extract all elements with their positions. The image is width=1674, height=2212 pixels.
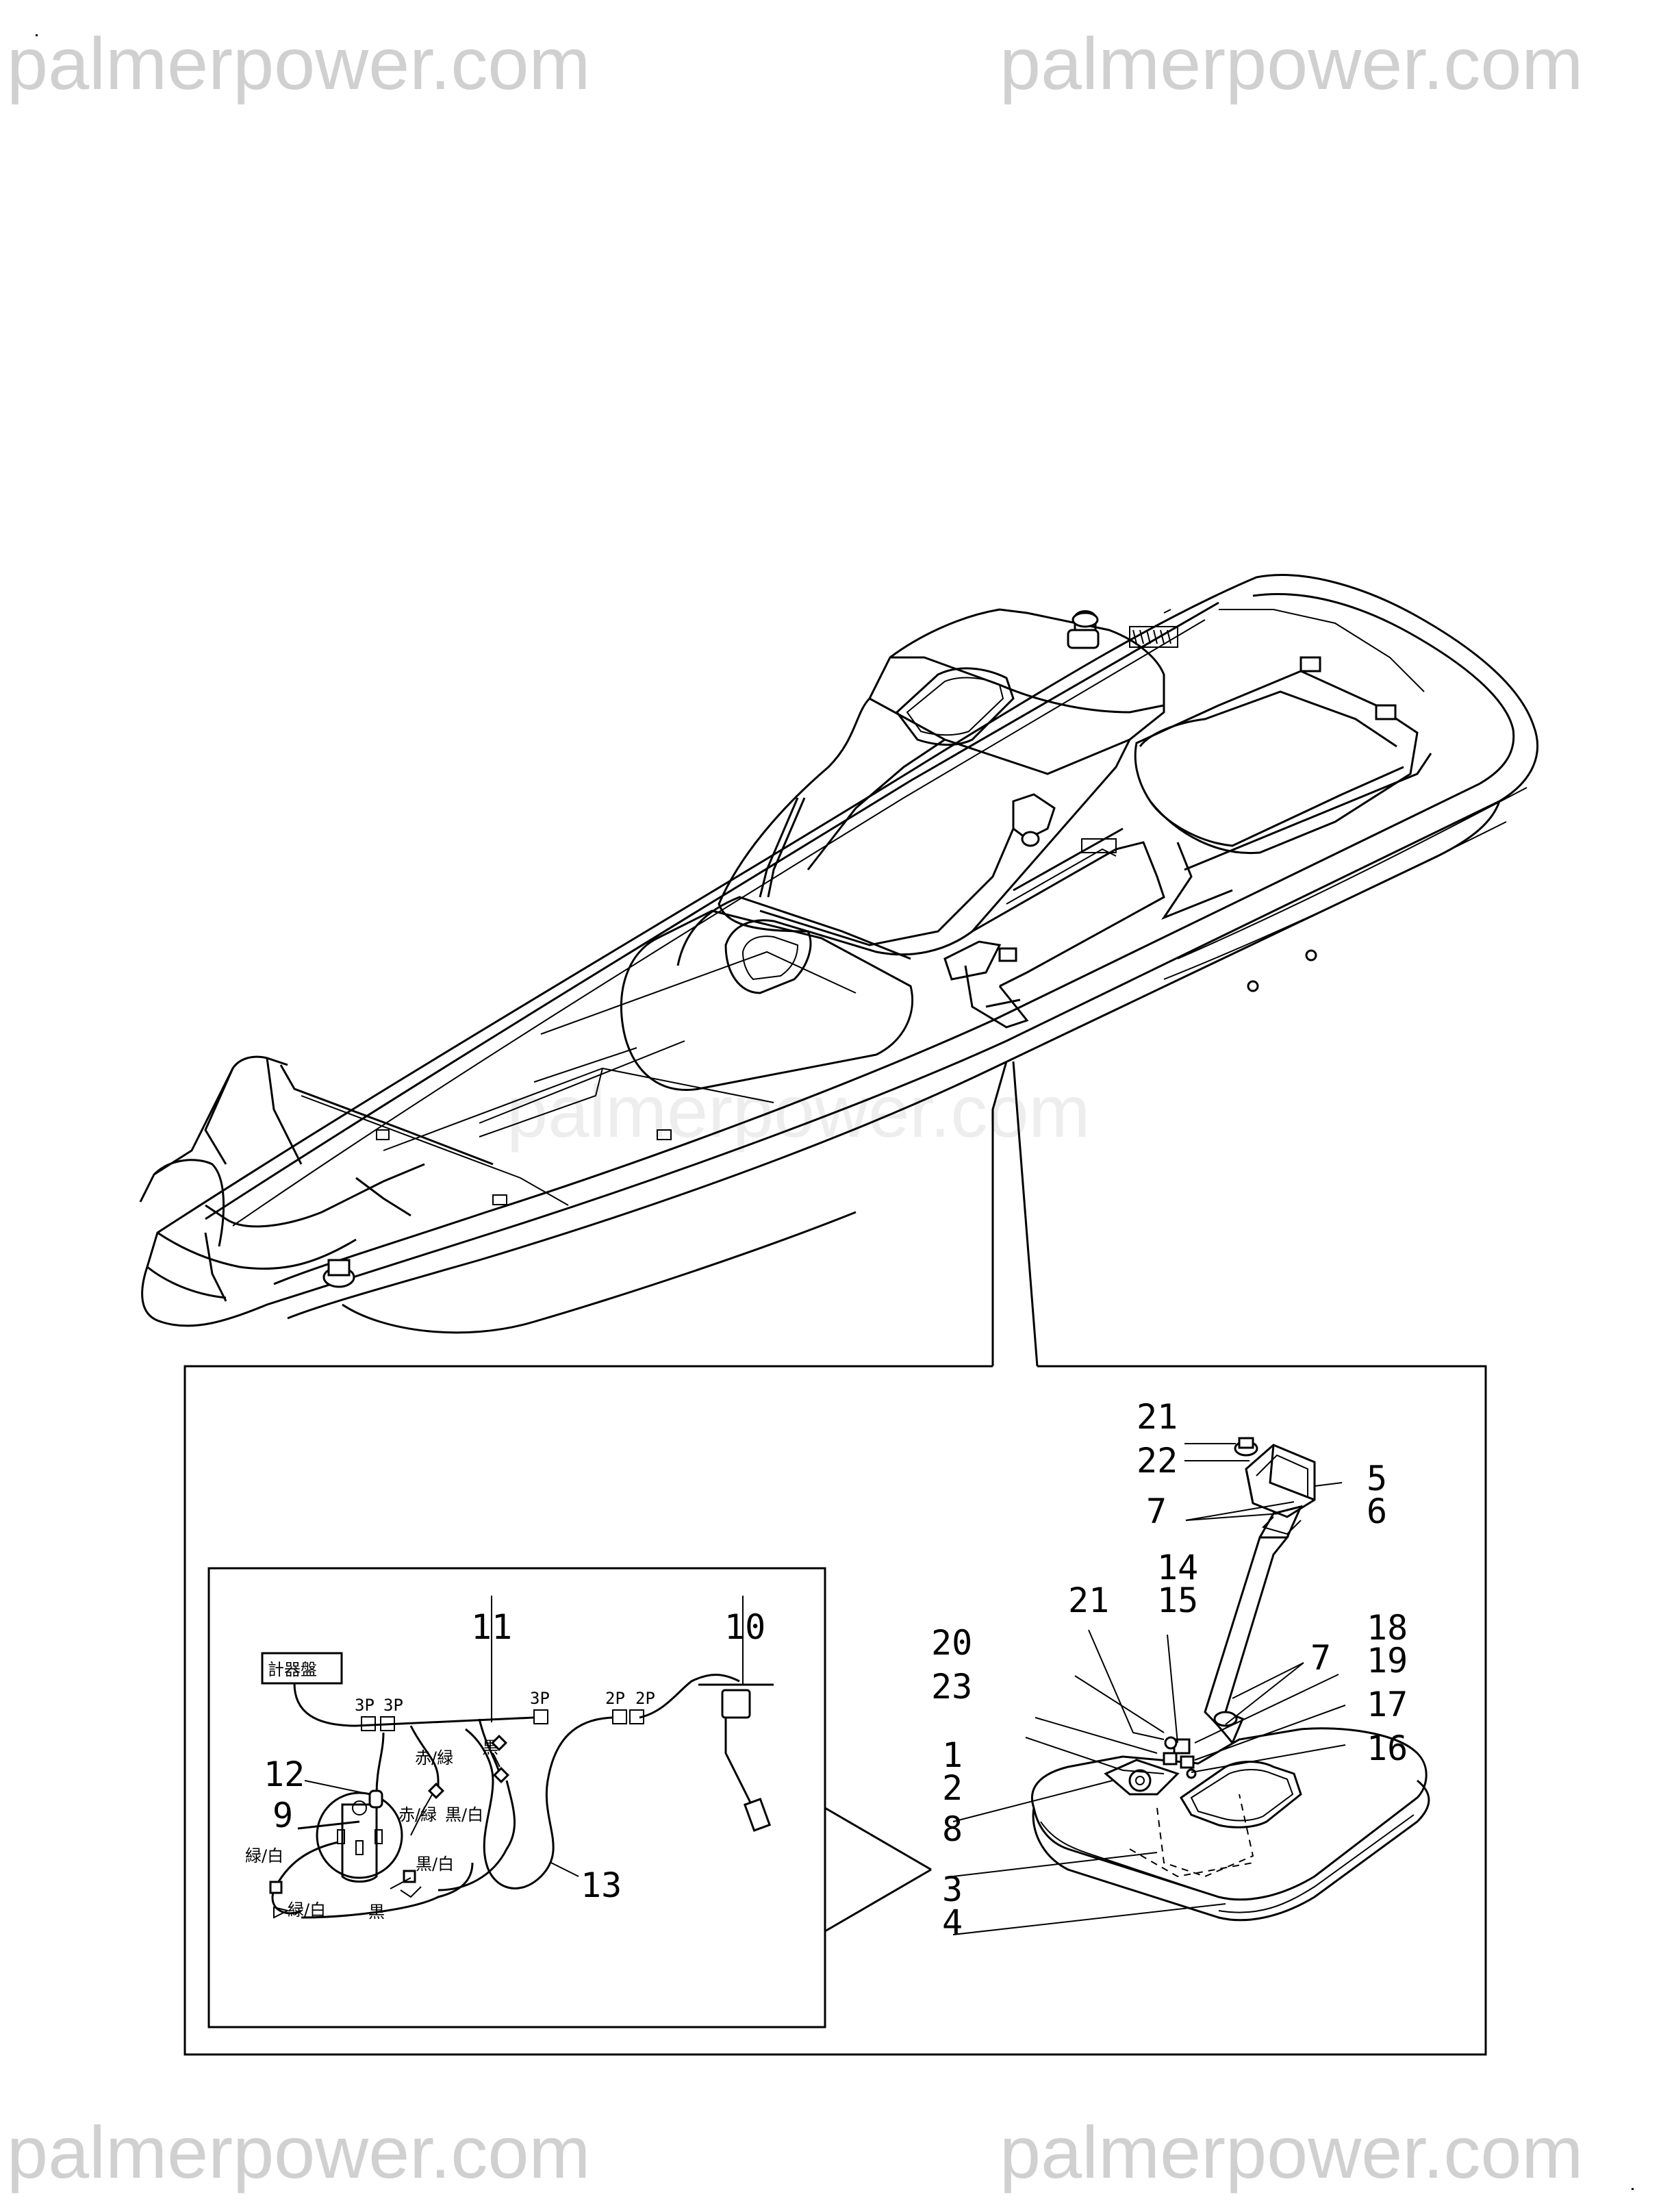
boat-leader-line — [991, 1061, 1039, 1367]
watermark-bottom-left: palmerpower.com — [7, 2111, 590, 2194]
callout-1: 1 — [942, 1735, 963, 1775]
callout-19: 19 — [1367, 1641, 1408, 1681]
callout-17: 17 — [1367, 1685, 1408, 1724]
callout-18: 18 — [1367, 1608, 1408, 1648]
wire-black-white-1: 黒/白 — [445, 1805, 483, 1824]
fuel-tank-assembly — [1030, 1437, 1430, 1922]
callout-6: 6 — [1367, 1492, 1387, 1531]
watermark-top-left: palmerpower.com — [7, 22, 590, 105]
callout-21-mid: 21 — [1068, 1581, 1109, 1620]
conn-2p-a: 2P — [605, 1689, 625, 1708]
conn-2p-b: 2P — [635, 1689, 655, 1708]
callout-14: 14 — [1157, 1548, 1198, 1587]
callout-numbers: 21 22 5 6 7 14 15 21 18 20 7 19 23 17 16… — [931, 1397, 1408, 1942]
wire-black-white-2: 黒/白 — [416, 1855, 454, 1874]
wire-red-green-1: 赤/緑 — [415, 1748, 453, 1768]
callout-13: 13 — [581, 1865, 622, 1905]
conn-3p-c: 3P — [530, 1689, 550, 1708]
callout-2: 2 — [942, 1768, 963, 1808]
callout-12: 12 — [264, 1755, 305, 1794]
callout-9: 9 — [272, 1796, 293, 1835]
callout-8: 8 — [942, 1809, 963, 1849]
callout-21-top: 21 — [1137, 1397, 1178, 1437]
conn-3p-b: 3P — [383, 1696, 403, 1715]
corner-mark-bottom-right — [1632, 2188, 1634, 2190]
watermark-bottom-right: palmerpower.com — [1000, 2111, 1583, 2194]
detail-frame — [183, 1365, 1487, 2056]
callout-3: 3 — [942, 1870, 963, 1909]
conn-3p-a: 3P — [355, 1696, 375, 1715]
instrument-panel-label: 計器盤 — [268, 1660, 317, 1679]
callout-23: 23 — [931, 1667, 972, 1707]
callout-16: 16 — [1367, 1729, 1408, 1768]
watermark-center: palmerpower.com — [507, 1070, 1090, 1153]
callout-7-mid: 7 — [1310, 1638, 1331, 1678]
callout-leaders — [952, 1443, 1346, 1935]
wire-green-white-1: 緑/白 — [245, 1846, 283, 1865]
watermark-top-right: palmerpower.com — [1000, 22, 1583, 105]
callout-5: 5 — [1367, 1459, 1387, 1498]
wiring-inset: 計器盤 3P 3P 3P 11 2P 2P 10 13 — [207, 1567, 932, 2028]
callout-10: 10 — [724, 1607, 765, 1647]
callout-20: 20 — [931, 1623, 972, 1663]
corner-mark-top-left — [36, 34, 38, 36]
callout-15: 15 — [1157, 1581, 1198, 1620]
boat-illustration — [139, 574, 1539, 1334]
callout-22: 22 — [1137, 1441, 1178, 1481]
callout-7-top: 7 — [1146, 1492, 1167, 1531]
wire-red-green-2: 赤/緑 — [398, 1805, 437, 1824]
callout-11: 11 — [471, 1607, 512, 1647]
callout-4: 4 — [942, 1902, 963, 1942]
